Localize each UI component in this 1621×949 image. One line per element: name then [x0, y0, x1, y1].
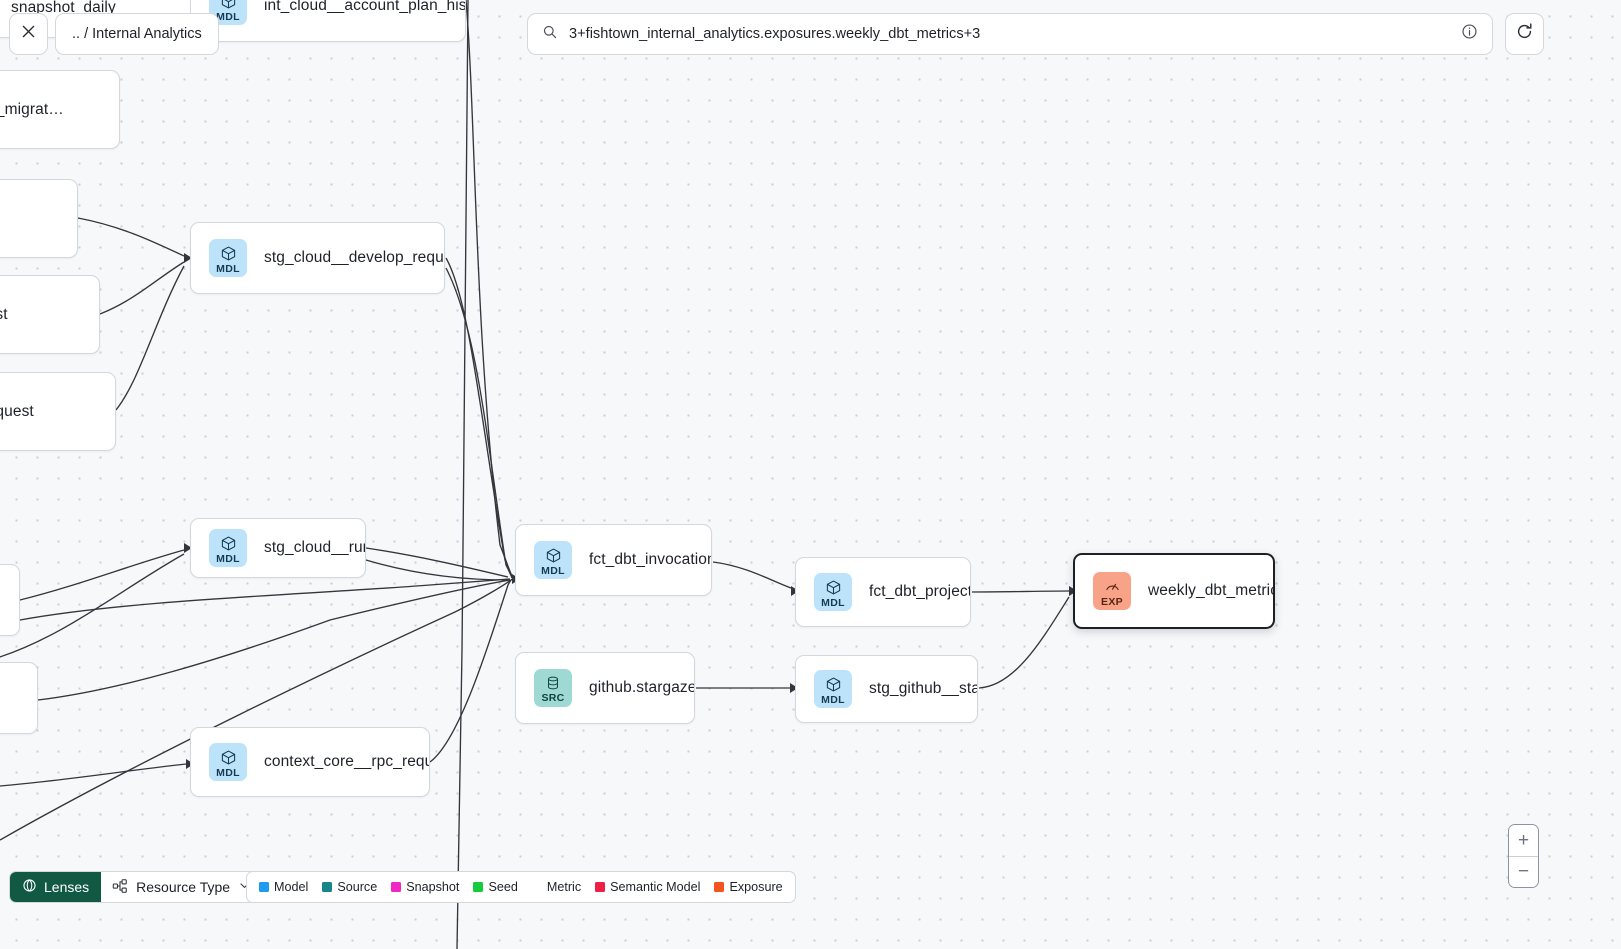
lenses-label: Lenses	[44, 879, 90, 895]
graph-node[interactable]: MDL stg_github__stars	[795, 655, 978, 723]
graph-node[interactable]: op_request	[0, 179, 78, 258]
refresh-button[interactable]	[1505, 13, 1544, 55]
legend-swatch	[714, 882, 725, 892]
node-type-label: EXP	[1101, 595, 1123, 608]
node-label: snapshot_daily	[11, 0, 116, 16]
graph-node[interactable]: MDL int_cloud__account_plan_history	[190, 0, 466, 42]
node-label: github.stargazers	[589, 679, 694, 696]
legend-label: Seed	[488, 880, 518, 894]
legend-swatch	[259, 882, 269, 892]
info-icon[interactable]	[1461, 23, 1478, 45]
node-label: _develop_request	[0, 402, 34, 420]
graph-node[interactable]: MDL stg_cloud__runs	[190, 518, 366, 578]
node-type-label: MDL	[216, 10, 240, 23]
legend-swatch	[532, 882, 542, 892]
breadcrumb[interactable]: .. / Internal Analytics	[55, 13, 219, 55]
node-type-badge-mdl: MDL	[814, 670, 852, 708]
node-type-label: MDL	[541, 564, 565, 577]
legend-label: Semantic Model	[610, 880, 701, 894]
graph-node[interactable]: n	[0, 564, 20, 636]
node-type-badge-mdl: MDL	[209, 529, 247, 567]
legend-item[interactable]: Semantic Model	[595, 880, 700, 894]
legend-item[interactable]: Seed	[473, 880, 518, 894]
node-type-label: MDL	[216, 766, 240, 779]
node-label: stg_github__stars	[869, 680, 977, 697]
graph-node[interactable]: MDL fct_dbt_projects	[795, 557, 971, 627]
graph-node[interactable]: MDL context_core__rpc_request	[190, 727, 430, 797]
node-label: weekly_dbt_metrics	[1148, 582, 1275, 599]
resource-type-icon	[112, 878, 128, 897]
legend-label: Exposure	[729, 880, 783, 894]
legend-label: Snapshot	[406, 880, 460, 894]
mdl-icon	[220, 245, 237, 262]
legend-label: Source	[337, 880, 378, 894]
mdl-icon	[220, 749, 237, 766]
zoom-in-button[interactable]: +	[1509, 825, 1538, 856]
node-label: int_cloud__account_plan_history	[264, 0, 466, 14]
mdl-icon	[825, 676, 842, 693]
node-type-label: SRC	[541, 692, 565, 704]
legend-swatch	[595, 882, 606, 892]
search-input[interactable]	[569, 26, 1450, 42]
legend-item[interactable]: Model	[259, 880, 308, 894]
mdl-icon	[220, 535, 237, 552]
resource-type-label: Resource Type	[136, 879, 231, 895]
legend-swatch	[473, 882, 484, 892]
search-icon	[542, 24, 558, 45]
lenses-button[interactable]: Lenses	[10, 872, 102, 902]
src-icon	[545, 675, 561, 691]
graph-node[interactable]: MDL stg_cloud__develop_requests	[190, 222, 445, 294]
close-icon	[20, 23, 37, 45]
node-label: fct_dbt_projects	[869, 583, 971, 600]
lens-icon	[22, 878, 37, 896]
exp-icon	[1104, 578, 1121, 595]
breadcrumb-label: .. / Internal Analytics	[72, 26, 202, 42]
node-type-label: MDL	[821, 596, 845, 609]
graph-node[interactable]: SRC github.stargazers	[515, 652, 695, 724]
zoom-controls: + −	[1508, 824, 1539, 888]
graph-node[interactable]: multicell_migrat…	[0, 70, 120, 149]
node-type-label: MDL	[216, 262, 240, 275]
refresh-icon	[1515, 22, 1534, 46]
node-label: fct_dbt_invocations	[589, 551, 712, 568]
legend-item[interactable]: Metric	[532, 880, 581, 894]
node-label: stg_cloud__develop_requests	[264, 249, 444, 266]
node-label: stg_cloud__runs	[264, 539, 365, 556]
close-button[interactable]	[9, 13, 48, 55]
graph-node[interactable]: EXP weekly_dbt_metrics	[1073, 553, 1275, 629]
node-label: multicell_migrat…	[0, 100, 64, 118]
legend-item[interactable]: Source	[322, 880, 377, 894]
legend-swatch	[391, 882, 402, 892]
graph-node[interactable]: MDL fct_dbt_invocations	[515, 524, 712, 596]
mdl-icon	[825, 579, 842, 596]
node-type-badge-mdl: MDL	[814, 573, 852, 611]
node-label: velop_request	[0, 305, 8, 323]
legend-item[interactable]: Exposure	[714, 880, 783, 894]
graph-node[interactable]: _develop_request	[0, 372, 116, 451]
node-type-badge-mdl: MDL	[209, 0, 247, 25]
node-type-badge-mdl: MDL	[209, 743, 247, 781]
node-type-label: MDL	[821, 693, 845, 706]
graph-node[interactable]: velop_request	[0, 275, 100, 354]
lenses-group: Lenses Resource Type	[9, 871, 264, 903]
search-bar[interactable]	[527, 13, 1493, 55]
legend-swatch	[322, 882, 333, 892]
legend-label: Model	[274, 880, 309, 894]
resource-type-legend: Model Source Snapshot Seed Metric Semantic Mo…	[246, 871, 796, 903]
node-type-badge-mdl: MDL	[534, 541, 572, 579]
node-type-label: MDL	[216, 552, 240, 565]
mdl-icon	[220, 0, 237, 10]
legend-item[interactable]: Snapshot	[391, 880, 459, 894]
graph-node[interactable]: .run	[0, 662, 38, 734]
node-type-badge-src: SRC	[534, 669, 572, 707]
mdl-icon	[545, 547, 562, 564]
legend-label: Metric	[546, 880, 582, 894]
resource-type-dropdown[interactable]: Resource Type	[101, 872, 263, 902]
zoom-out-button[interactable]: −	[1509, 856, 1538, 887]
node-label: context_core__rpc_request	[264, 753, 429, 770]
node-type-badge-exp: EXP	[1093, 572, 1131, 610]
node-type-badge-mdl: MDL	[209, 239, 247, 277]
